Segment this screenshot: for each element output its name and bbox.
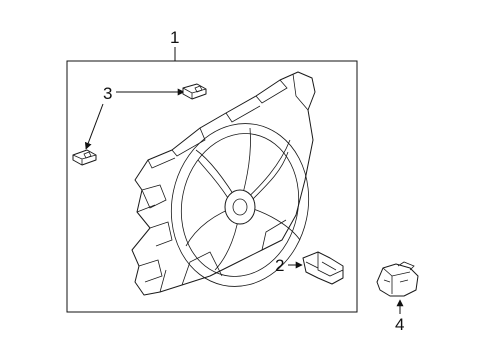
connector-part-2 [302, 251, 344, 285]
motor-hub [224, 189, 256, 225]
fan-ring-outer [170, 123, 310, 287]
assembly-frame [66, 60, 358, 313]
fan-shroud-assembly [131, 71, 316, 296]
callout-2-label: 2 [275, 256, 284, 275]
resistor-part-4 [376, 261, 419, 297]
callout-1-label: 1 [170, 28, 179, 47]
clip-part-3-upper [182, 83, 207, 100]
fan-ring-inner [180, 133, 300, 277]
callout-3-label: 3 [103, 84, 112, 103]
callout-4-label: 4 [395, 315, 404, 334]
callout-3-leader-b [84, 103, 104, 150]
clip-part-3-lower [72, 149, 97, 166]
